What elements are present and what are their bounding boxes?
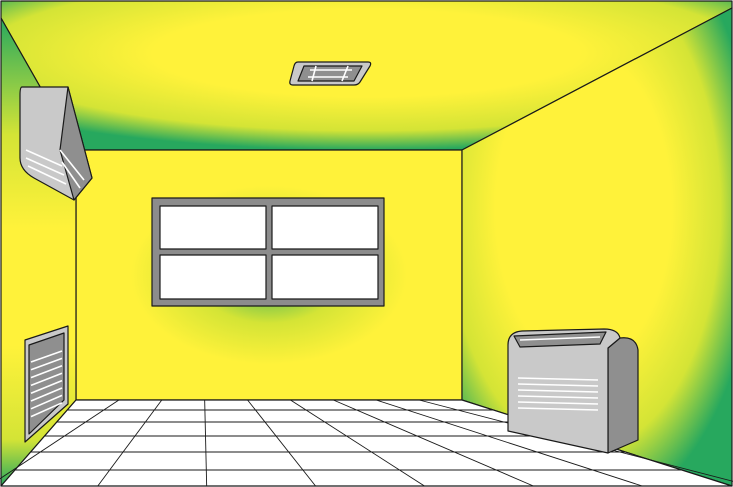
ceiling-cassette-icon [290, 62, 371, 85]
window-icon [152, 198, 384, 306]
floor-console-unit-icon [508, 329, 638, 453]
